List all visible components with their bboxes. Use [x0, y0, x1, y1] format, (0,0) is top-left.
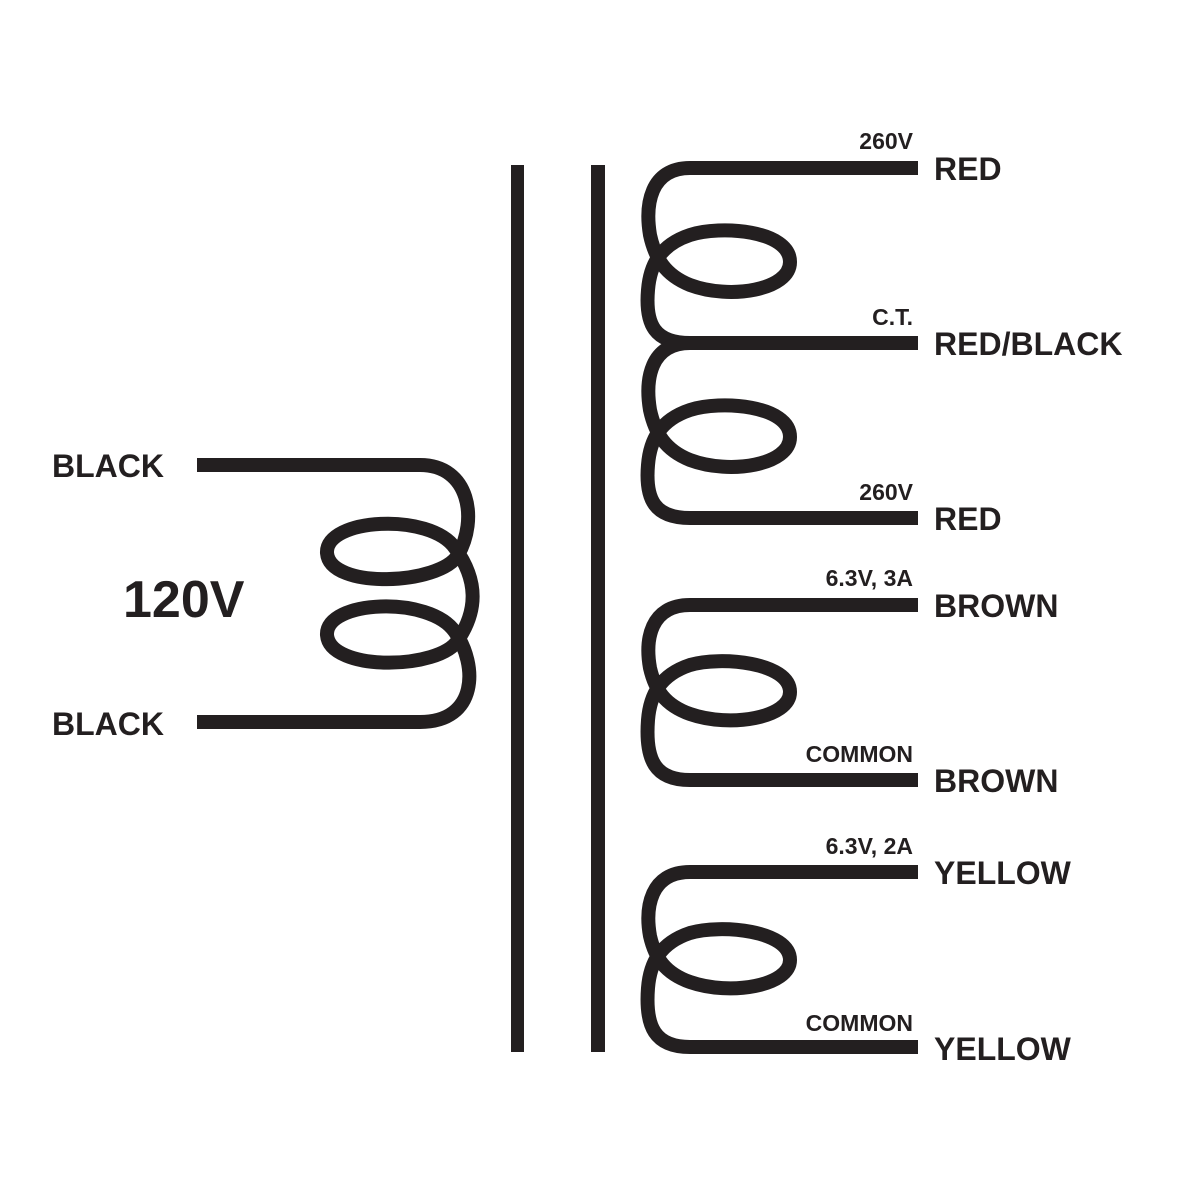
hv-center-tap-annotation: C.T. — [872, 304, 913, 330]
heater-3a-lead-1-label: BROWN — [934, 588, 1058, 624]
hv-center-tap-label: RED/BLACK — [934, 326, 1122, 362]
secondary-heater-3a: 6.3V, 3A BROWN COMMON BROWN — [640, 565, 1058, 799]
hv-lead-1-annotation: 260V — [859, 128, 913, 154]
primary-coil — [197, 458, 480, 729]
heater-2a-lead-1-label: YELLOW — [934, 855, 1072, 891]
heater-2a-coil — [640, 865, 918, 1054]
primary-lead-top-label: BLACK — [52, 448, 164, 484]
hv-lead-2-label: RED — [934, 501, 1002, 537]
core-bar-left — [511, 165, 524, 1052]
heater-3a-lead-2-label: BROWN — [934, 763, 1058, 799]
hv-coil-lower — [640, 336, 918, 525]
core-bar-right — [591, 165, 605, 1052]
hv-lead-1-label: RED — [934, 151, 1002, 187]
hv-coil-upper — [640, 161, 918, 350]
heater-2a-lead-2-annotation: COMMON — [806, 1010, 913, 1036]
secondary-heater-2a: 6.3V, 2A YELLOW COMMON YELLOW — [640, 833, 1072, 1067]
primary-winding: BLACK BLACK 120V — [52, 448, 480, 742]
secondary-high-voltage: 260V RED C.T. RED/BLACK 260V RED — [640, 128, 1122, 537]
heater-3a-lead-1-annotation: 6.3V, 3A — [826, 565, 913, 591]
primary-lead-bottom-label: BLACK — [52, 706, 164, 742]
transformer-core — [511, 165, 605, 1052]
heater-3a-lead-2-annotation: COMMON — [806, 741, 913, 767]
heater-2a-lead-2-label: YELLOW — [934, 1031, 1072, 1067]
hv-lead-2-annotation: 260V — [859, 479, 913, 505]
primary-voltage-label: 120V — [123, 571, 245, 629]
heater-2a-lead-1-annotation: 6.3V, 2A — [826, 833, 913, 859]
heater-3a-coil — [640, 598, 918, 787]
